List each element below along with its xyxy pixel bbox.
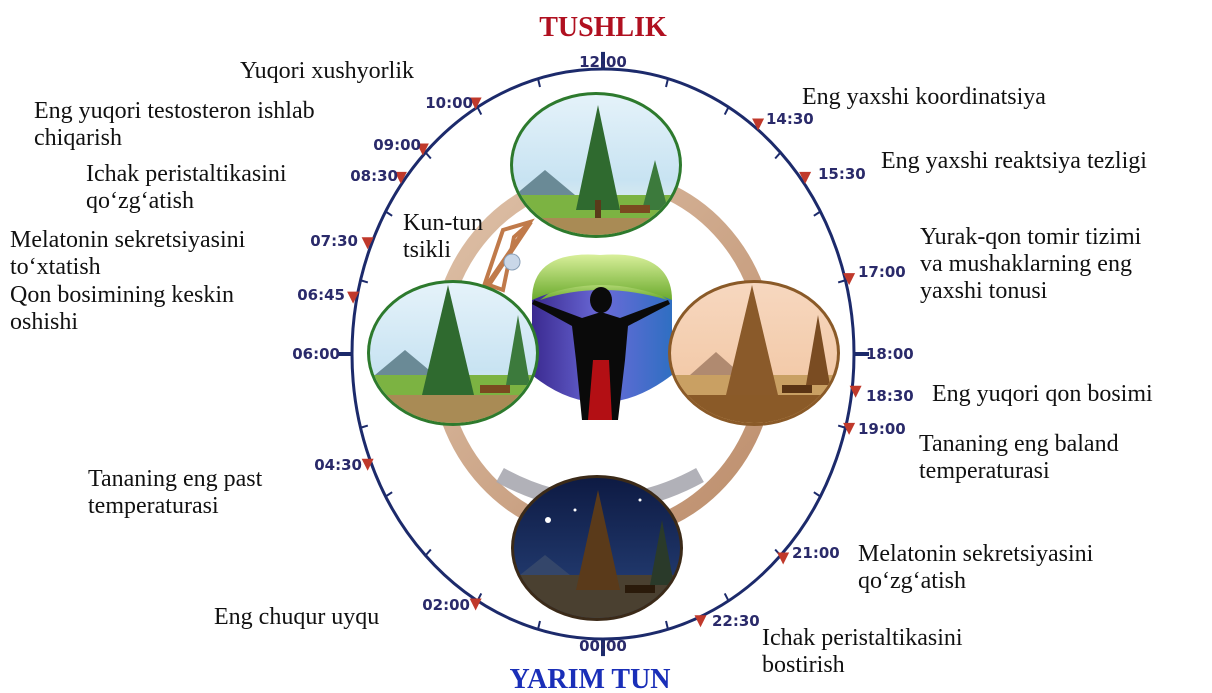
time-0430: 04:30	[314, 456, 362, 474]
label-high-alertness: Yuqori xushyorlik	[240, 58, 414, 84]
time-markers	[347, 97, 862, 628]
clock-tick	[385, 491, 393, 498]
time-1200: 12:00	[579, 53, 627, 71]
clock-tick	[385, 210, 393, 217]
label-deepest-sleep: Eng chuqur uyqu	[214, 604, 379, 630]
time-1830: 18:30	[866, 387, 914, 405]
label-coordination: Eng yaxshi koordinatsiya	[802, 84, 1046, 110]
time-0900: 09:00	[373, 136, 421, 154]
event-marker	[361, 458, 374, 471]
clock-tick	[424, 548, 432, 557]
cycle-arrow-icon	[480, 218, 535, 294]
clock-tick	[424, 151, 432, 160]
clock-tick	[665, 78, 669, 88]
time-0730: 07:30	[310, 232, 358, 250]
clock-tick	[476, 106, 483, 116]
clock-tick	[360, 279, 369, 284]
time-0200: 02:00	[422, 596, 470, 614]
label-reaction: Eng yaxshi reaktsiya tezligi	[881, 148, 1147, 174]
clock-tick	[537, 620, 541, 630]
label-highest-bp: Eng yuqori qon bosimi	[932, 381, 1153, 407]
time-1800: 18:00	[866, 345, 914, 363]
noon-title: TUSHLIK	[539, 12, 667, 43]
time-1430: 14:30	[766, 110, 814, 128]
clock-tick	[537, 78, 541, 88]
event-marker	[361, 237, 374, 250]
noon-landscape-icon	[510, 92, 682, 238]
event-marker	[777, 552, 790, 565]
clock-tick	[723, 592, 730, 602]
event-marker	[843, 273, 856, 286]
event-marker	[849, 385, 862, 398]
clock-tick	[813, 210, 821, 217]
clock-tick	[774, 151, 782, 160]
human-figure-icon	[532, 254, 672, 420]
event-marker	[694, 615, 707, 628]
clock-tick	[665, 620, 669, 630]
event-marker	[843, 422, 856, 435]
event-marker	[394, 171, 407, 184]
time-1900: 19:00	[858, 420, 906, 438]
time-0645: 06:45	[297, 286, 345, 304]
clock-tick	[837, 424, 846, 429]
morning-landscape-icon	[367, 280, 539, 426]
event-marker	[416, 143, 429, 156]
clock-tick	[360, 424, 369, 429]
time-1700: 17:00	[858, 263, 906, 281]
evening-landscape-icon	[668, 280, 840, 426]
time-2230: 22:30	[712, 612, 760, 630]
clock-tick	[723, 106, 730, 116]
midnight-title: YARIM TUN	[509, 664, 670, 693]
event-marker	[347, 291, 360, 304]
time-1530: 15:30	[818, 165, 866, 183]
time-0600: 06:00	[292, 345, 340, 363]
event-marker	[469, 598, 482, 611]
time-0830: 08:30	[350, 167, 398, 185]
clock-tick	[813, 491, 821, 498]
time-0000: 00:00	[579, 637, 627, 655]
time-1000: 10:00	[425, 94, 473, 112]
clock-ticks	[336, 51, 870, 657]
clock-tick	[837, 279, 846, 284]
event-marker	[752, 118, 765, 131]
event-marker	[469, 97, 482, 110]
event-marker	[799, 171, 812, 184]
time-2100: 21:00	[792, 544, 840, 562]
